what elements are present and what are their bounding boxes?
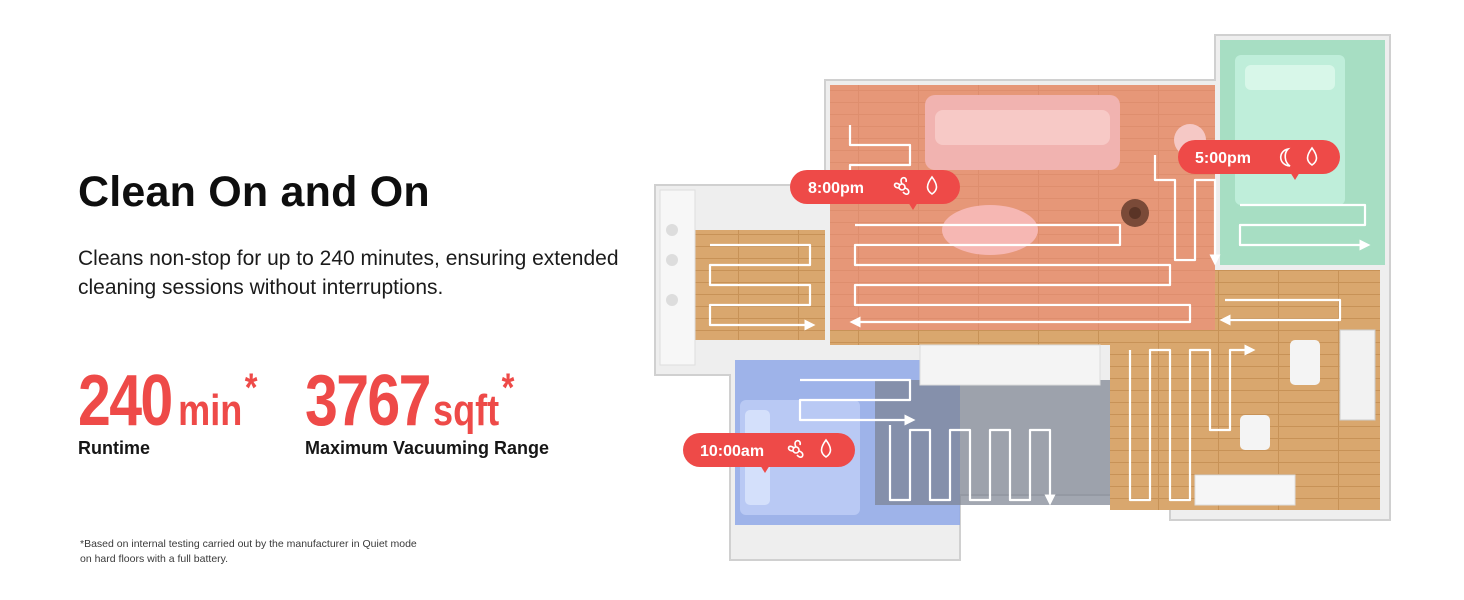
runtime-value: 240 xyxy=(78,361,173,441)
description: Cleans non-stop for up to 240 minutes, e… xyxy=(78,247,619,299)
runtime-stat: 240 min * Runtime xyxy=(78,361,297,459)
fan-icon xyxy=(893,176,910,195)
range-value-group: 3767 sqft * xyxy=(305,361,515,441)
floor-plan-illustration: 8:00pm 5:00pm 10:00am xyxy=(654,34,1391,561)
hallway-wall xyxy=(919,344,1101,386)
schedule-time-10am: 10:00am xyxy=(700,443,764,460)
range-label: Maximum Vacuuming Range xyxy=(305,438,550,458)
range-stat: 3767 sqft * Maximum Vacuuming Range xyxy=(305,361,560,459)
schedule-badge-10am: 10:00am xyxy=(683,433,855,473)
range-unit: sqft xyxy=(433,386,500,435)
range-value: 3767 xyxy=(305,361,431,441)
schedule-time-8pm: 8:00pm xyxy=(808,180,864,197)
schedule-time-5pm: 5:00pm xyxy=(1195,150,1251,167)
runtime-label: Runtime xyxy=(78,438,150,458)
utility-room xyxy=(659,189,696,366)
bed-green xyxy=(1235,55,1345,205)
moon-icon xyxy=(1279,147,1291,167)
sofa xyxy=(925,95,1120,170)
headline: Clean On and On xyxy=(78,168,430,216)
runtime-asterisk: * xyxy=(244,366,258,410)
water-drop-icon xyxy=(926,175,938,195)
schedule-badge-5pm: 5:00pm xyxy=(1178,140,1340,180)
water-drop-icon xyxy=(820,438,832,458)
robot-vacuum xyxy=(1121,199,1149,227)
schedule-badge-8pm: 8:00pm xyxy=(790,170,960,210)
coffee-table xyxy=(942,205,1038,255)
range-asterisk: * xyxy=(501,366,515,410)
runtime-value-group: 240 min * xyxy=(78,361,258,441)
runtime-unit: min xyxy=(178,386,243,435)
footnote: *Based on internal testing carried out b… xyxy=(80,538,417,565)
dining-set xyxy=(1194,329,1376,506)
water-drop-icon xyxy=(1306,146,1318,166)
fan-icon xyxy=(787,439,804,458)
